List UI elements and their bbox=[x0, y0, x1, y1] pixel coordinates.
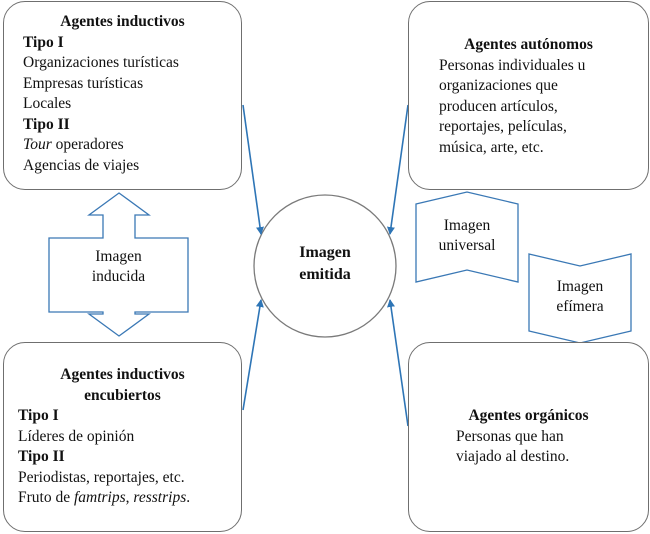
type1-item: Organizaciones turísticas bbox=[23, 54, 179, 71]
type1-item: Locales bbox=[23, 95, 72, 112]
fruto-end: . bbox=[186, 489, 191, 506]
induced-label: Imagen inducida bbox=[49, 247, 188, 287]
text-line: Personas que han bbox=[456, 427, 564, 445]
box-agentes-inductivos-encubiertos: Agentes inductivos encubiertos Tipo I Lí… bbox=[3, 342, 242, 532]
text-line: viajado al destino. bbox=[456, 448, 570, 465]
arrow-top-right bbox=[387, 104, 409, 235]
universal-label-line2: universal bbox=[438, 237, 496, 254]
type2-item: Periodistas, reportajes, etc. bbox=[18, 468, 185, 486]
type2-item-tour: Tour operadores bbox=[23, 135, 241, 156]
ephemeral-tag-shape bbox=[528, 253, 632, 344]
arrow-bottom-right bbox=[387, 299, 409, 427]
box-title-line1: Agentes inductivos bbox=[60, 366, 185, 383]
center-label: Imagen emitida bbox=[265, 242, 385, 286]
induced-double-arrow bbox=[48, 192, 189, 337]
type1-item: Líderes de opinión bbox=[18, 427, 135, 445]
universal-label: Imagen universal bbox=[416, 216, 518, 256]
text-line: música, arte, etc. bbox=[439, 138, 544, 156]
box-agentes-inductivos: Agentes inductivos Tipo I Organizaciones… bbox=[3, 1, 242, 190]
box-agentes-autonomos: Agentes autónomos Personas individuales … bbox=[408, 1, 649, 190]
center-label-line1: Imagen bbox=[299, 244, 351, 261]
tour-italic: Tour bbox=[23, 136, 52, 153]
fruto-comma: , bbox=[125, 489, 134, 506]
famtrips-italic: famtrips bbox=[73, 489, 126, 506]
box-title: Agentes autónomos bbox=[464, 36, 593, 53]
center-circle bbox=[253, 194, 397, 338]
text-line: producen artículos, bbox=[439, 97, 558, 115]
box-agentes-organicos: Agentes orgánicos Personas que han viaja… bbox=[408, 342, 649, 532]
arrow-bottom-left bbox=[242, 299, 264, 411]
text-line: Personas individuales u bbox=[439, 56, 586, 74]
type2-label: Tipo II bbox=[18, 448, 65, 465]
universal-label-line1: Imagen bbox=[443, 217, 491, 234]
universal-tag-shape bbox=[415, 191, 519, 283]
ephemeral-label-line2: efímera bbox=[556, 298, 604, 315]
center-label-line2: emitida bbox=[299, 266, 351, 283]
arrow-top-left bbox=[242, 104, 264, 235]
induced-label-line2: inducida bbox=[91, 268, 146, 285]
fruto-prefix: Fruto de bbox=[18, 489, 74, 506]
type1-label: Tipo I bbox=[18, 407, 59, 424]
box-title: Agentes inductivos bbox=[60, 13, 185, 30]
ephemeral-label: Imagen efímera bbox=[529, 277, 631, 317]
type2-label: Tipo II bbox=[23, 115, 70, 133]
fruto-line: Fruto de famtrips, resstrips. bbox=[18, 488, 241, 509]
box-title-line2: encubiertos bbox=[84, 386, 161, 404]
type1-item: Empresas turísticas bbox=[23, 74, 144, 92]
induced-label-line1: Imagen bbox=[95, 248, 142, 265]
tour-rest: operadores bbox=[51, 136, 124, 153]
box-title: Agentes orgánicos bbox=[468, 407, 589, 424]
text-line: organizaciones que bbox=[439, 77, 558, 94]
resstrips-italic: resstrips bbox=[133, 489, 187, 506]
type2-item: Agencias de viajes bbox=[23, 156, 140, 174]
ephemeral-label-line1: Imagen bbox=[556, 278, 604, 295]
text-line: reportajes, películas, bbox=[439, 118, 567, 135]
type1-label: Tipo I bbox=[23, 33, 64, 51]
